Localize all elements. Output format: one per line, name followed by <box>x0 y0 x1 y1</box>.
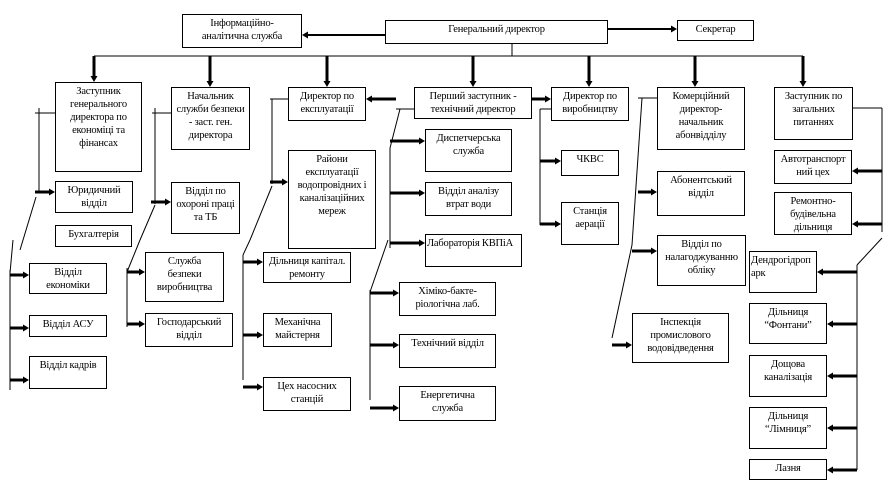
connector-line <box>9 239 14 274</box>
arrow-head-icon <box>545 95 551 103</box>
box-security-head: Начальник служби безпеки - заст. ген. ди… <box>171 87 250 150</box>
box-asu: Відділ АСУ <box>29 315 107 337</box>
box-operations-director: Директор по експлуатації <box>288 87 366 121</box>
box-first-deputy: Перший заступник - технічний директор <box>414 87 532 119</box>
box-rain-sewer: Дощова каналізація <box>749 355 827 397</box>
connector-line <box>139 204 156 241</box>
box-lab-kvpia: Лабораторія КВПіА <box>425 234 522 267</box>
box-secretary: Секретар <box>677 20 754 41</box>
arrow-head-icon <box>419 189 425 197</box>
box-pump-stations: Цех насосних станцій <box>263 377 351 411</box>
box-fountains: Дільниця “Фонтани” <box>749 303 827 344</box>
arrow-head-icon <box>555 157 561 165</box>
arrow-head-icon <box>799 81 807 87</box>
arrow-head-icon <box>257 383 263 391</box>
box-inspection: Інспекція промислового водовідведення <box>632 313 729 363</box>
arrow-head-icon <box>323 81 331 87</box>
arrow-head-icon <box>651 247 657 255</box>
connector-line <box>242 239 251 256</box>
arrow-head-icon <box>257 258 263 266</box>
connector-line <box>19 196 37 251</box>
box-bath: Лазня <box>749 459 827 480</box>
arrow-head-icon <box>827 372 833 380</box>
box-districts: Райони експлуатації водопровідних і кана… <box>288 150 376 249</box>
arrow-head-icon <box>827 320 833 328</box>
arrow-head-icon <box>651 188 657 196</box>
box-limnytsia: Дільниця “Лімниця” <box>749 407 827 449</box>
box-economics: Відділ економіки <box>29 263 107 294</box>
arrow-head-icon <box>393 289 399 297</box>
box-dendropark: Дендрогідроп арк <box>749 251 817 293</box>
box-aeration: Станція аерації <box>561 202 619 245</box>
box-commercial-director: Комерційний директор- начальник абонвідд… <box>657 87 745 150</box>
arrow-head-icon <box>257 331 263 339</box>
arrow-head-icon <box>302 31 308 39</box>
arrow-head-icon <box>555 220 561 228</box>
arrow-head-icon <box>206 81 214 87</box>
box-energy: Енергетична служба <box>399 386 496 421</box>
box-water-loss: Відділ аналізу втрат води <box>425 182 512 216</box>
box-repair-construction: Ремонтно- будівельна дільниця <box>774 192 852 235</box>
arrow-head-icon <box>585 81 593 87</box>
arrow-head-icon <box>23 271 29 279</box>
arrow-head-icon <box>817 268 823 276</box>
arrow-head-icon <box>671 25 677 33</box>
arrow-head-icon <box>23 324 29 332</box>
arrow-head-icon <box>393 341 399 349</box>
arrow-head-icon <box>23 376 29 384</box>
box-accounting: Бухгалтерія <box>55 225 132 247</box>
box-subscribers: Абонентський відділ <box>657 171 745 216</box>
box-capital-repair: Дільниця капітал. ремонту <box>263 252 351 283</box>
arrow-head-icon <box>165 198 171 206</box>
connector-line <box>856 237 883 266</box>
arrow-head-icon <box>419 239 425 247</box>
box-auto-transport: Автотранспорт ний цех <box>774 150 852 184</box>
box-general-director: Генеральний директор <box>385 20 608 44</box>
arrow-head-icon <box>366 95 372 103</box>
arrow-head-icon <box>419 137 425 145</box>
box-production-safety: Служба безпеки виробництва <box>145 252 224 302</box>
arrow-head-icon <box>827 424 833 432</box>
connector-line <box>126 239 141 273</box>
box-technical: Технічний відділ <box>399 334 496 368</box>
box-labor-safety: Відділ по охороні праці та ТБ <box>171 182 240 234</box>
box-chkvs: ЧКВС <box>561 150 619 176</box>
arrow-head-icon <box>139 320 145 328</box>
box-mechanical-shop: Механічна майстерня <box>263 313 332 347</box>
arrow-head-icon <box>827 466 833 474</box>
box-info-analytics: Інформаційно- аналітична служба <box>182 14 302 48</box>
arrow-head-icon <box>49 188 55 196</box>
box-deputy-economics: Заступник генерального директора по екон… <box>55 82 142 172</box>
box-hr: Відділ кадрів <box>29 356 107 389</box>
arrow-head-icon <box>139 268 145 276</box>
arrow-head-icon <box>691 81 699 87</box>
box-production-director: Директор по виробництву <box>551 87 629 121</box>
arrow-head-icon <box>852 167 858 175</box>
box-metering: Відділ по налагоджуванню обліку <box>657 235 746 286</box>
arrow-head-icon <box>469 81 477 87</box>
arrow-head-icon <box>393 404 399 412</box>
arrow-head-icon <box>852 220 858 228</box>
box-dispatch: Диспетчерська служба <box>425 129 512 172</box>
connector-line <box>631 97 643 246</box>
box-deputy-general: Заступник по загальних питаннях <box>774 87 853 140</box>
box-household: Господарський відділ <box>145 313 233 347</box>
connector-line <box>249 185 273 241</box>
box-legal: Юридичний відділ <box>55 181 133 213</box>
arrow-head-icon <box>626 341 632 349</box>
connector-line <box>611 244 633 339</box>
box-chem-lab: Хіміко-бакте- ріологічна лаб. <box>399 282 496 316</box>
connector-line <box>369 239 389 293</box>
arrow-head-icon <box>282 178 288 186</box>
arrow-head-icon <box>90 76 98 82</box>
